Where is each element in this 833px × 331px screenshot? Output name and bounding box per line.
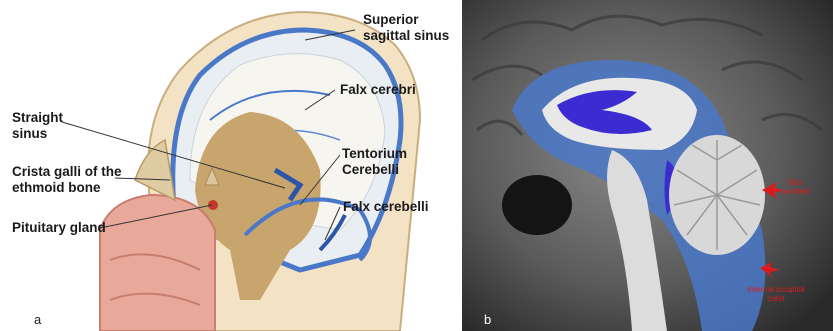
label-internal-occipital-crest: Internal occipital crest (747, 285, 805, 303)
nasal-oral-cavity (100, 195, 215, 331)
pituitary-gland-shape (208, 200, 218, 210)
panel-a-illustration: Superior sagittal sinus Falx cerebri Str… (0, 0, 462, 331)
mri-sagittal-image (462, 0, 833, 331)
panel-letter-b: b (484, 312, 491, 327)
label-falx-cerebelli-mri: Falx cerebelli (780, 178, 810, 196)
label-pituitary-gland: Pituitary gland (12, 220, 106, 236)
sphenoid-sinus (502, 175, 572, 235)
label-falx-cerebri: Falx cerebri (340, 82, 416, 98)
panel-b-mri: Falx cerebelli Internal occipital crest … (462, 0, 833, 331)
cerebellum (669, 135, 765, 255)
label-tentorium-cerebelli: Tentorium Cerebelli (342, 146, 407, 178)
label-crista-galli: Crista galli of the ethmoid bone (12, 164, 122, 196)
label-falx-cerebelli: Falx cerebelli (343, 199, 429, 215)
label-straight-sinus: Straight sinus (12, 110, 63, 142)
label-superior-sagittal-sinus: Superior sagittal sinus (363, 12, 449, 44)
panel-letter-a: a (34, 312, 41, 327)
